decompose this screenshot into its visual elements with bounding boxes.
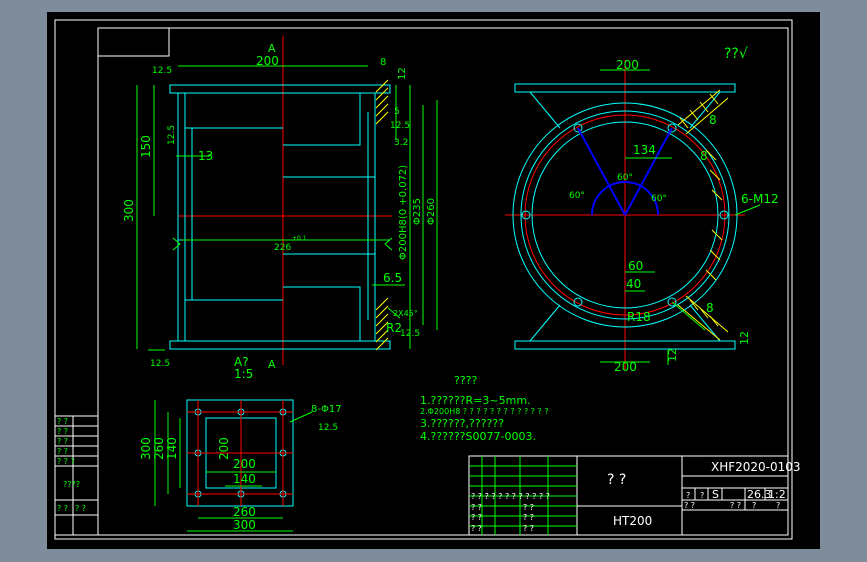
dim-8b: 8 <box>700 149 708 163</box>
tb-cell-c: ? ? <box>471 524 482 533</box>
cad-drawing: A A 200 8 12 12.5 12.5 12.5 12.5 3.2 150… <box>54 19 801 540</box>
plan-rough: 12.5 <box>318 423 338 433</box>
section-mark-bottom: A <box>268 358 276 371</box>
section-mark-top: A <box>268 42 276 55</box>
plan-dim-260h: 260 <box>233 505 256 519</box>
tb-cell-b: ? ? <box>471 513 482 522</box>
angle-c: 60° <box>651 194 667 204</box>
view-scale: 1:5 <box>234 367 253 381</box>
dim-235: Φ235 <box>412 198 423 225</box>
plan-view: 300 260 140 200 200 140 260 300 8-Φ17 12… <box>139 399 342 532</box>
drawing-border <box>54 19 793 540</box>
dim-6-5: 6.5 <box>383 271 402 285</box>
left-strip-table: ? ? ? ? ? ? ? ? ? ? ? ???? ? ? ? ? <box>54 415 99 536</box>
plan-dim-300v: 300 <box>139 437 153 460</box>
dim-bore: Φ200H8(0 +0.072) <box>398 165 409 260</box>
dim-chamfer: 2X45° <box>393 309 418 318</box>
rough-left: 12.5 <box>167 125 177 145</box>
holes-6-m12: 6-M12 <box>741 192 779 206</box>
dim-300: 300 <box>122 199 136 222</box>
dim-top-width: 200 <box>256 54 279 68</box>
dim-13: 13 <box>198 149 213 163</box>
title-block: XHF2020-0103 ? ? HT200 S 26.3 1:2 ? ? ? … <box>468 455 801 536</box>
dim-flange-h: 12 <box>397 67 408 80</box>
title-block-row: ? ? ? ? ? ? ? ? ? ? ? ? <box>471 492 550 501</box>
strip-r4: ? ? <box>57 447 68 456</box>
technical-notes: ???? 1.??????R=3~5mm. 2.Φ200H8 ? ? ? ? ?… <box>420 374 549 443</box>
tb-cell-k: ? <box>752 501 756 510</box>
material: HT200 <box>613 514 652 528</box>
dim-r18: R18 <box>627 310 651 324</box>
plan-dim-200v: 200 <box>217 437 231 460</box>
plan-dim-140h: 140 <box>233 472 256 486</box>
tb-cell-l: ? <box>776 501 780 510</box>
front-section-view: A A 200 8 12 12.5 12.5 12.5 12.5 3.2 150… <box>122 36 438 381</box>
tb-cell-e: ? ? <box>523 513 534 522</box>
note-4: 4.??????S0077-0003. <box>420 430 536 443</box>
strip-r8: ? ? <box>75 504 86 513</box>
dim-r2: R2 <box>386 321 402 335</box>
strip-r7: ? ? <box>57 504 68 513</box>
tb-cell-i: ? <box>700 491 704 500</box>
tb-cell-d: ? ? <box>523 503 534 512</box>
dim-40: 40 <box>626 277 641 291</box>
note-2: 2.Φ200H8 ? ? ? ? ? ? ? ? ? ? ? ? ? <box>420 407 549 416</box>
dim-8a: 8 <box>709 113 717 127</box>
dim-226: 226 <box>274 243 291 253</box>
rough-right2: 3.2 <box>394 138 408 148</box>
dim-150: 150 <box>139 135 153 158</box>
strip-r5: ? ? ? <box>57 457 75 466</box>
tb-cell-f: ? ? <box>523 524 534 533</box>
dim-flange-thk: 8 <box>380 57 386 68</box>
tb-cell-h: ? ? <box>730 501 741 510</box>
plan-holes: 8-Φ17 <box>311 404 342 415</box>
dim-60: 60 <box>628 259 643 273</box>
note-3: 3.??????,?????? <box>420 417 504 430</box>
dim-12: 12 <box>738 331 751 345</box>
weight: 26.3 <box>747 488 772 501</box>
drawing-sheet: A A 200 8 12 12.5 12.5 12.5 12.5 3.2 150… <box>47 12 820 549</box>
symmetry-mark: ??√ <box>724 46 748 62</box>
rough-bottom: 12.5 <box>150 359 170 369</box>
tb-cell-g: ? ? <box>684 501 695 510</box>
note-1: 1.??????R=3~5mm. <box>420 394 531 407</box>
plan-dim-260v: 260 <box>152 437 166 460</box>
angle-b: 60° <box>617 173 633 183</box>
tb-cell-a: ? ? <box>471 503 482 512</box>
drawing-number: XHF2020-0103 <box>711 460 801 474</box>
strip-r1: ? ? <box>57 417 68 426</box>
tb-cell-j: ? <box>686 491 690 500</box>
scale: 1:2 <box>768 488 786 501</box>
dim-200-bottom: 200 <box>614 360 637 374</box>
dim-12b: 12 <box>666 348 679 362</box>
part-name: ? ? <box>607 472 626 488</box>
plan-dim-300h: 300 <box>233 518 256 532</box>
notes-title: ???? <box>454 374 478 387</box>
strip-r2: ? ? <box>57 427 68 436</box>
plan-dim-200h: 200 <box>233 457 256 471</box>
dim-5: 5 <box>394 107 400 117</box>
side-view: 200 200 134 60 40 R18 8 8 8 12 12 60° 60… <box>505 46 779 374</box>
dim-200-top: 200 <box>616 58 639 72</box>
strip-r6: ???? <box>63 480 80 489</box>
dim-8c: 8 <box>706 301 714 315</box>
strip-r3: ? ? <box>57 437 68 446</box>
rough-r2: 12.5 <box>400 329 420 339</box>
angle-a: 60° <box>569 191 585 201</box>
plan-dim-140v: 140 <box>165 437 179 460</box>
rough-right1: 12.5 <box>390 121 410 131</box>
dim-134: 134 <box>633 143 656 157</box>
dim-226-tol: +0.1 <box>292 235 307 242</box>
rough-top: 12.5 <box>152 66 172 76</box>
mark-s: S <box>712 488 719 501</box>
view-label: A? <box>234 355 249 369</box>
dim-260: Φ260 <box>426 198 437 225</box>
